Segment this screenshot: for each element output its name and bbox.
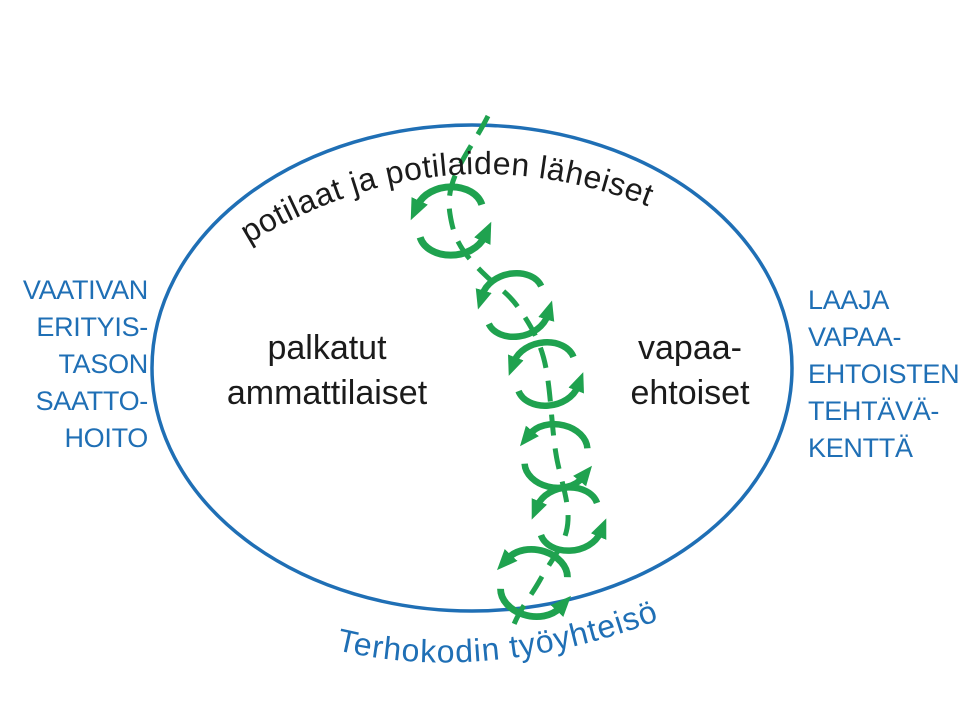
rotation-arrows-icon: [519, 420, 593, 492]
rotation-arrows-icon: [475, 269, 555, 341]
label-line: ERITYIS-: [36, 312, 148, 342]
label-line: SAATTO-: [35, 386, 149, 416]
rotation-arrows-icon: [508, 339, 584, 409]
label-line: VAPAA-: [808, 322, 902, 352]
rotation-arrows-icon: [531, 484, 607, 554]
label-line: EHTOISTEN: [808, 359, 960, 389]
rotation-arrows-icon: [496, 545, 572, 621]
rotation-arrows-icon: [410, 183, 492, 259]
label-line: VAATIVAN: [22, 275, 148, 305]
label-line: TEHTÄVÄ-: [808, 396, 940, 426]
top-arc-label: potilaat ja potilaiden läheiset: [234, 145, 659, 250]
label-line: TASON: [58, 349, 148, 379]
label-line: palkatut: [267, 329, 387, 367]
paid-professionals-label: palkatut ammattilaiset: [177, 326, 477, 416]
label-line: ammattilaiset: [226, 374, 428, 412]
label-line: HOITO: [64, 423, 148, 453]
label-line: KENTTÄ: [808, 433, 913, 463]
bottom-arc-label: Terhokodin työyhteisö: [334, 593, 662, 670]
label-line: ehtoiset: [630, 374, 750, 412]
volunteers-label: vapaa- ehtoiset: [565, 326, 815, 416]
label-line: vapaa-: [638, 329, 742, 367]
right-outside-label: LAAJA VAPAA- EHTOISTEN TEHTÄVÄ- KENTTÄ: [808, 282, 960, 467]
community-ellipse: [150, 123, 794, 613]
label-line: LAAJA: [808, 285, 890, 315]
left-outside-label: VAATIVAN ERITYIS- TASON SAATTO- HOITO: [0, 272, 148, 457]
